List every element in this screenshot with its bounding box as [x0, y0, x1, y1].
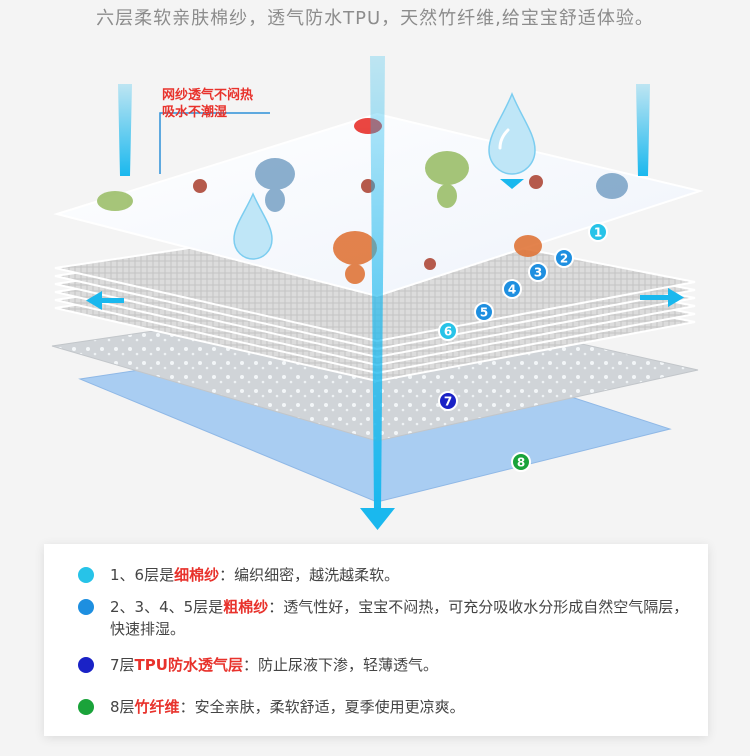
svg-text:8: 8 — [517, 456, 525, 470]
legend-dot-blue — [78, 599, 94, 615]
legend-dot-navy — [78, 657, 94, 673]
svg-text:5: 5 — [480, 306, 488, 320]
svg-text:7: 7 — [444, 395, 452, 409]
legend-text: 7层TPU防水透气层：防止尿液下渗，轻薄透气。 — [110, 656, 438, 674]
arrow-down-icon — [500, 179, 524, 189]
layer-badge-4: 4 — [502, 279, 522, 299]
legend-text: 1、6层是细棉纱：编织细密，越洗越柔软。 — [110, 566, 400, 584]
legend-panel: 1、6层是细棉纱：编织细密，越洗越柔软。 2、3、4、5层是粗棉纱：透气性好，宝… — [44, 544, 708, 736]
page-headline: 六层柔软亲肤棉纱，透气防水TPU，天然竹纤维,给宝宝舒适体验。 — [96, 8, 654, 29]
layer-diagram: 1 2 3 4 5 6 7 8 — [0, 36, 750, 536]
layer-badge-3: 3 — [528, 262, 548, 282]
svg-text:3: 3 — [534, 266, 542, 280]
droplet-icon — [233, 192, 273, 260]
callout-note: 网纱透气不闷热 吸水不潮湿 — [162, 87, 253, 121]
svg-text:4: 4 — [508, 283, 516, 297]
layer-badge-6: 6 — [438, 321, 458, 341]
legend-text: 8层竹纤维：安全亲肤，柔软舒适，夏季使用更凉爽。 — [110, 698, 465, 716]
layer-badge-2: 2 — [554, 248, 574, 268]
svg-text:6: 6 — [444, 325, 452, 339]
svg-text:2: 2 — [560, 252, 568, 266]
svg-text:1: 1 — [594, 226, 602, 240]
arrow-right-icon — [640, 288, 684, 307]
arrow-left-icon — [86, 291, 124, 310]
legend-dot-cyan — [78, 567, 94, 583]
layer-badge-8: 8 — [511, 452, 531, 472]
callout-line-2: 吸水不潮湿 — [162, 105, 228, 120]
beam-right — [636, 84, 650, 176]
arrow-down-icon — [360, 56, 395, 530]
callout-line-1: 网纱透气不闷热 — [162, 88, 254, 103]
beam-left — [118, 84, 132, 176]
layer-badge-7: 7 — [438, 391, 458, 411]
legend-text: 2、3、4、5层是粗棉纱：透气性好，宝宝不闷热，可充分吸收水分形成自然空气隔层，… — [110, 598, 689, 638]
layer-badge-5: 5 — [474, 302, 494, 322]
legend-dot-green — [78, 699, 94, 715]
layer-badge-1: 1 — [588, 222, 608, 242]
callout-leader — [159, 112, 270, 174]
droplet-icon — [488, 92, 536, 175]
